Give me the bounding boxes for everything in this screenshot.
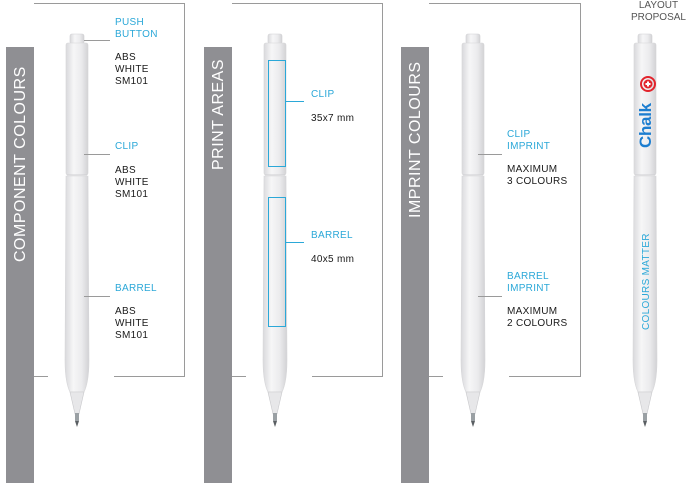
pen-image	[64, 33, 90, 428]
barrel-print-area	[268, 197, 286, 327]
print-areas-title: PRINT AREAS	[210, 58, 227, 170]
clip-leader	[84, 154, 110, 155]
barrel-area-label: BARREL	[311, 230, 353, 241]
barrel-label: BARREL	[115, 283, 157, 294]
clip-label: CLIP	[115, 141, 139, 152]
barrel-area-leader	[286, 242, 304, 243]
barrel-area-size: 40x5 mm	[311, 254, 355, 265]
print-areas-title-bar	[204, 47, 232, 483]
barrel-leader	[84, 296, 110, 297]
clip-imprint-leader	[478, 154, 502, 155]
component-colours-title: COMPONENT COLOURS	[12, 66, 29, 262]
imprint-colours-title-bar	[401, 47, 429, 483]
component-colours-title-bar	[6, 47, 34, 483]
clip-print-area	[268, 60, 286, 167]
push-button-leader	[84, 40, 110, 41]
imprint-colours-title: IMPRINT COLOURS	[407, 61, 424, 218]
plus-badge-icon	[640, 76, 656, 92]
colours-matter-text: COLOURS MATTER	[641, 233, 652, 330]
clip-area-size: 35x7 mm	[311, 113, 355, 124]
pen-image	[460, 33, 486, 428]
chalk-logo-text: Chalk	[636, 103, 655, 148]
print-frame	[232, 3, 383, 377]
clip-area-label: CLIP	[311, 89, 335, 100]
component-frame	[34, 3, 185, 377]
barrel-imprint-leader	[478, 296, 502, 297]
clip-area-leader	[286, 101, 304, 102]
